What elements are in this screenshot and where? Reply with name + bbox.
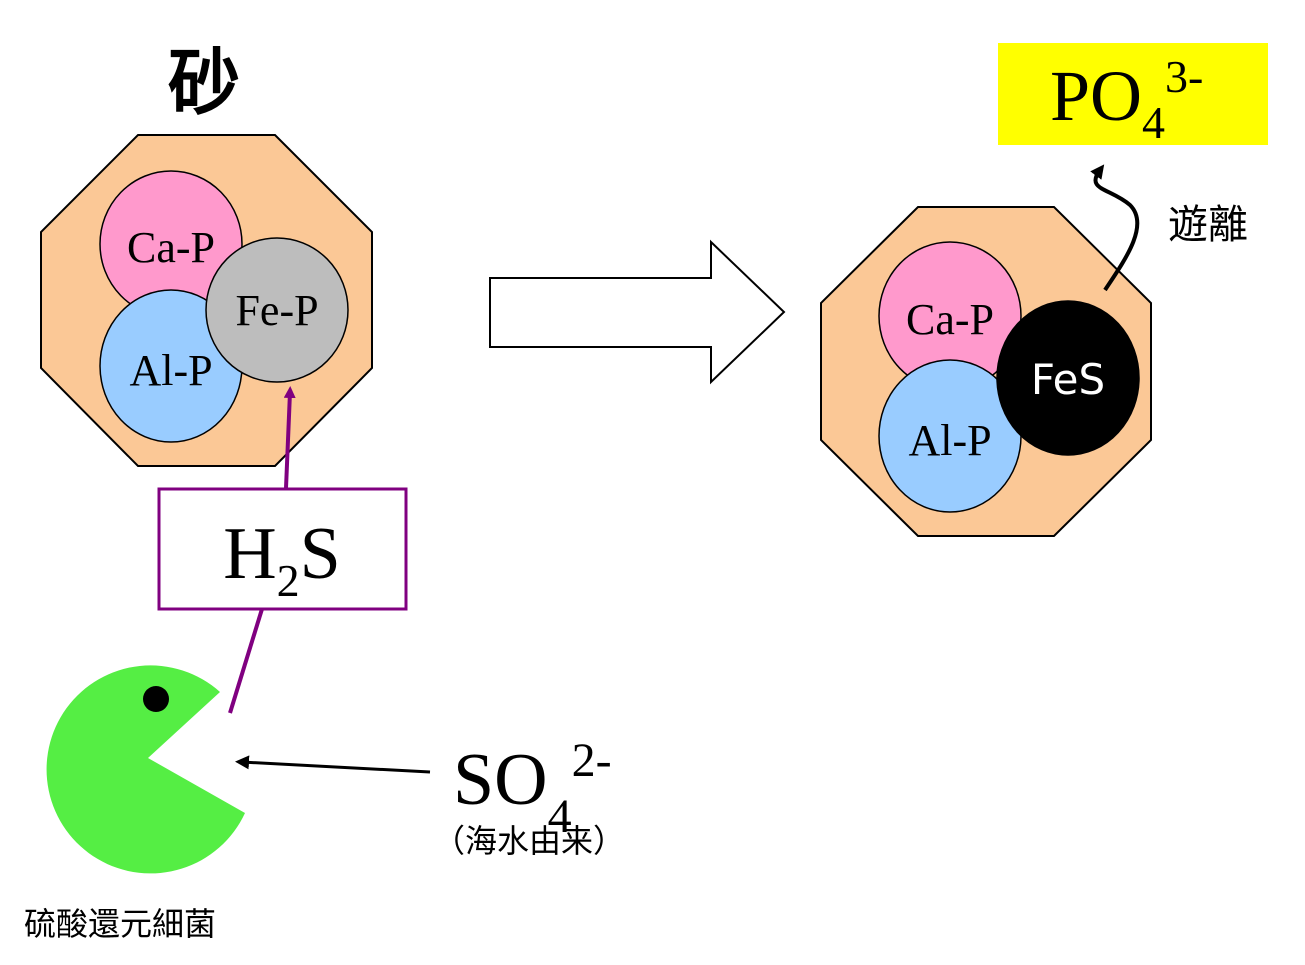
right-fes-particle [996, 300, 1140, 456]
right-al-p-label: Al-P [908, 416, 991, 465]
sand-label: 砂 [168, 41, 240, 125]
left-ca-p-label: Ca-P [127, 223, 215, 272]
release-label: 遊離 [1168, 202, 1248, 248]
left-fe-p-label: Fe-P [235, 286, 318, 335]
sulfate-origin: （海水由来） [433, 822, 625, 860]
phosphate-formula: PO43- [1050, 51, 1203, 148]
right-fes-label: FeS [1031, 355, 1105, 404]
h2s-box [157, 487, 408, 611]
h2s-arrow-upper [283, 386, 296, 489]
sulfate-subscript: 4 [548, 790, 572, 843]
bacteria-label: 硫酸還元細菌 [24, 905, 216, 943]
phosphate-box [998, 43, 1268, 145]
phosphate-subscript: 4 [1142, 97, 1165, 148]
sulfate-arrow [235, 755, 431, 774]
sulfate-main: SO [453, 739, 548, 821]
bacteria-eye [143, 686, 169, 712]
left-fe-p-particle [205, 237, 349, 383]
transition-arrow [489, 239, 786, 385]
right-ca-p-label: Ca-P [906, 295, 994, 344]
h2s-tail: S [300, 513, 341, 595]
h2s-formula: H2S [223, 513, 341, 606]
phosphate-main: PO [1050, 56, 1142, 136]
sulfate-reducing-bacteria [46, 665, 245, 874]
h2s-line-lower [228, 608, 264, 714]
phosphate-superscript: 3- [1165, 51, 1203, 102]
h2s-subscript: 2 [277, 555, 300, 606]
h2s-main: H [223, 513, 276, 595]
release-arrow [1090, 164, 1140, 292]
sulfate-superscript: 2- [572, 734, 612, 787]
sulfate-formula: SO42- [453, 734, 612, 843]
left-al-p-label: Al-P [129, 346, 212, 395]
